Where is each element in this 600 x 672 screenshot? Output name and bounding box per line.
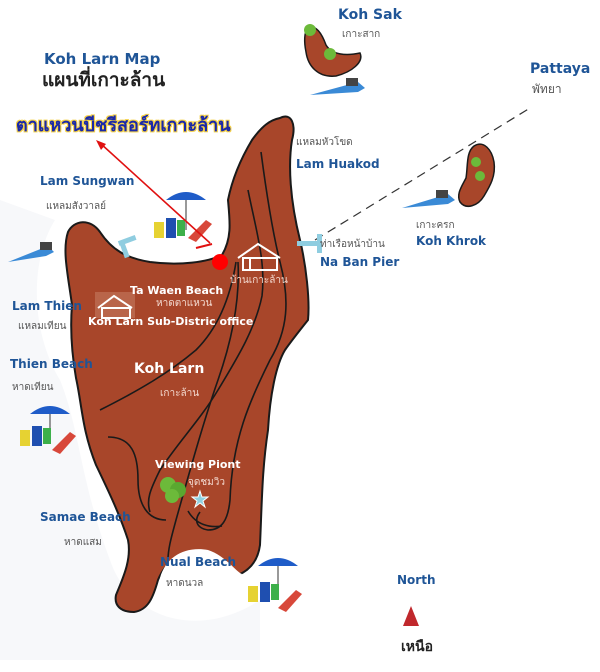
pier-icon-ta-waen xyxy=(117,235,137,259)
beach-umbrella-icon xyxy=(20,406,76,454)
koh-larn-label: Koh Larn xyxy=(134,361,205,377)
beach-umbrella-icon xyxy=(154,192,212,242)
koh-larn-th-label: เกาะล้าน xyxy=(160,388,200,399)
na-ban-pier-th-label: ท่าเรือหน้าบ้าน xyxy=(320,239,385,250)
koh-khrok-th-label: เกาะครก xyxy=(416,220,455,231)
pier-icon-na-ban xyxy=(297,234,322,253)
beach-umbrella-icon xyxy=(248,558,302,612)
lam-thien-th-label: แหลมเทียน xyxy=(18,321,67,332)
ban-koh-larn-label: บ้านเกาะล้าน xyxy=(230,275,288,286)
lam-sungwan-label: Lam Sungwan xyxy=(40,174,135,188)
koh-sak-label: Koh Sak xyxy=(338,7,402,23)
ta-waen-beach-label: Ta Waen Beach xyxy=(130,284,224,297)
nual-beach-th-label: หาดนวล xyxy=(166,578,204,589)
boat-icon xyxy=(310,78,365,95)
nual-beach-cove xyxy=(160,549,242,595)
trails xyxy=(99,151,287,561)
samae-beach-th-label: หาดแสม xyxy=(64,537,102,548)
pattaya-th-label: พัทยา xyxy=(532,82,562,96)
north-th-label: เหนือ xyxy=(401,639,433,655)
house-icon-sub-district-office xyxy=(95,292,135,319)
viewpoint-star-icon xyxy=(190,489,210,509)
lam-sungwan-th-label: แหลมสังวาลย์ xyxy=(46,201,106,212)
koh-khrok-label: Koh Khrok xyxy=(416,234,487,248)
ta-waen-beach-th-label: หาดตาแหวน xyxy=(156,298,213,309)
na-ban-pier-label: Na Ban Pier xyxy=(320,255,400,269)
north-arrow-icon xyxy=(403,606,419,626)
thien-beach-label: Thien Beach xyxy=(10,357,93,371)
lam-huakod-label: Lam Huakod xyxy=(296,157,380,171)
resort-marker[interactable] xyxy=(212,254,228,270)
ferry-route-line xyxy=(314,107,531,241)
thien-beach-th-label: หาดเทียน xyxy=(12,382,54,393)
map-title-th: แผนที่เกาะล้าน xyxy=(42,69,166,91)
house-icon-ban-koh-larn xyxy=(237,242,281,271)
north-label: North xyxy=(397,573,436,587)
lam-huakod-th-label: แหลมหัวโขด xyxy=(296,137,353,148)
nual-beach-label: Nual Beach xyxy=(160,555,237,569)
samae-beach-label: Samae Beach xyxy=(40,510,131,524)
koh-sak-th-label: เกาะสาก xyxy=(342,29,381,40)
coast-shading xyxy=(0,200,260,660)
resort-label[interactable]: ตาแหวนบีชรีสอร์ทเกาะล้าน xyxy=(16,115,231,136)
viewing-point-th-label: จุดชมวิว xyxy=(188,477,225,488)
map-title-en: Koh Larn Map xyxy=(44,50,161,68)
resort-pointer-arrow xyxy=(99,142,211,244)
pattaya-label: Pattaya xyxy=(530,61,591,77)
lam-thien-label: Lam Thien xyxy=(12,299,82,313)
boat-icon xyxy=(402,190,455,208)
koh-larn-island xyxy=(64,115,310,614)
sub-district-office-label: Koh Larn Sub-Distric office xyxy=(88,315,254,328)
tree-icon xyxy=(160,477,186,503)
viewing-point-label: Viewing Piont xyxy=(155,458,241,471)
boat-icon xyxy=(8,242,54,262)
